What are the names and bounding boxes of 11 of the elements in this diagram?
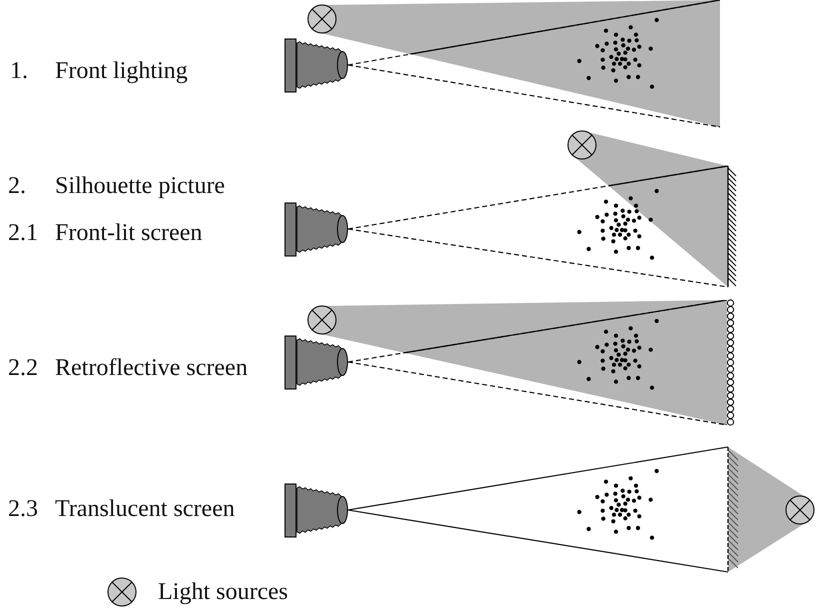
section-heading: Front lighting (55, 57, 188, 85)
item-number: 2.1 (8, 219, 38, 247)
section-heading: Retroflective screen (55, 354, 248, 382)
item-number: 2. (8, 172, 26, 200)
section-heading: Silhouette picture (55, 172, 225, 200)
item-number: 2.3 (8, 495, 38, 523)
section-heading: Translucent screen (55, 495, 235, 523)
item-number: 1. (10, 57, 28, 85)
item-number: 2.2 (8, 354, 38, 382)
legend-label: Light sources (158, 578, 288, 606)
section-heading: Front-lit screen (55, 219, 202, 247)
